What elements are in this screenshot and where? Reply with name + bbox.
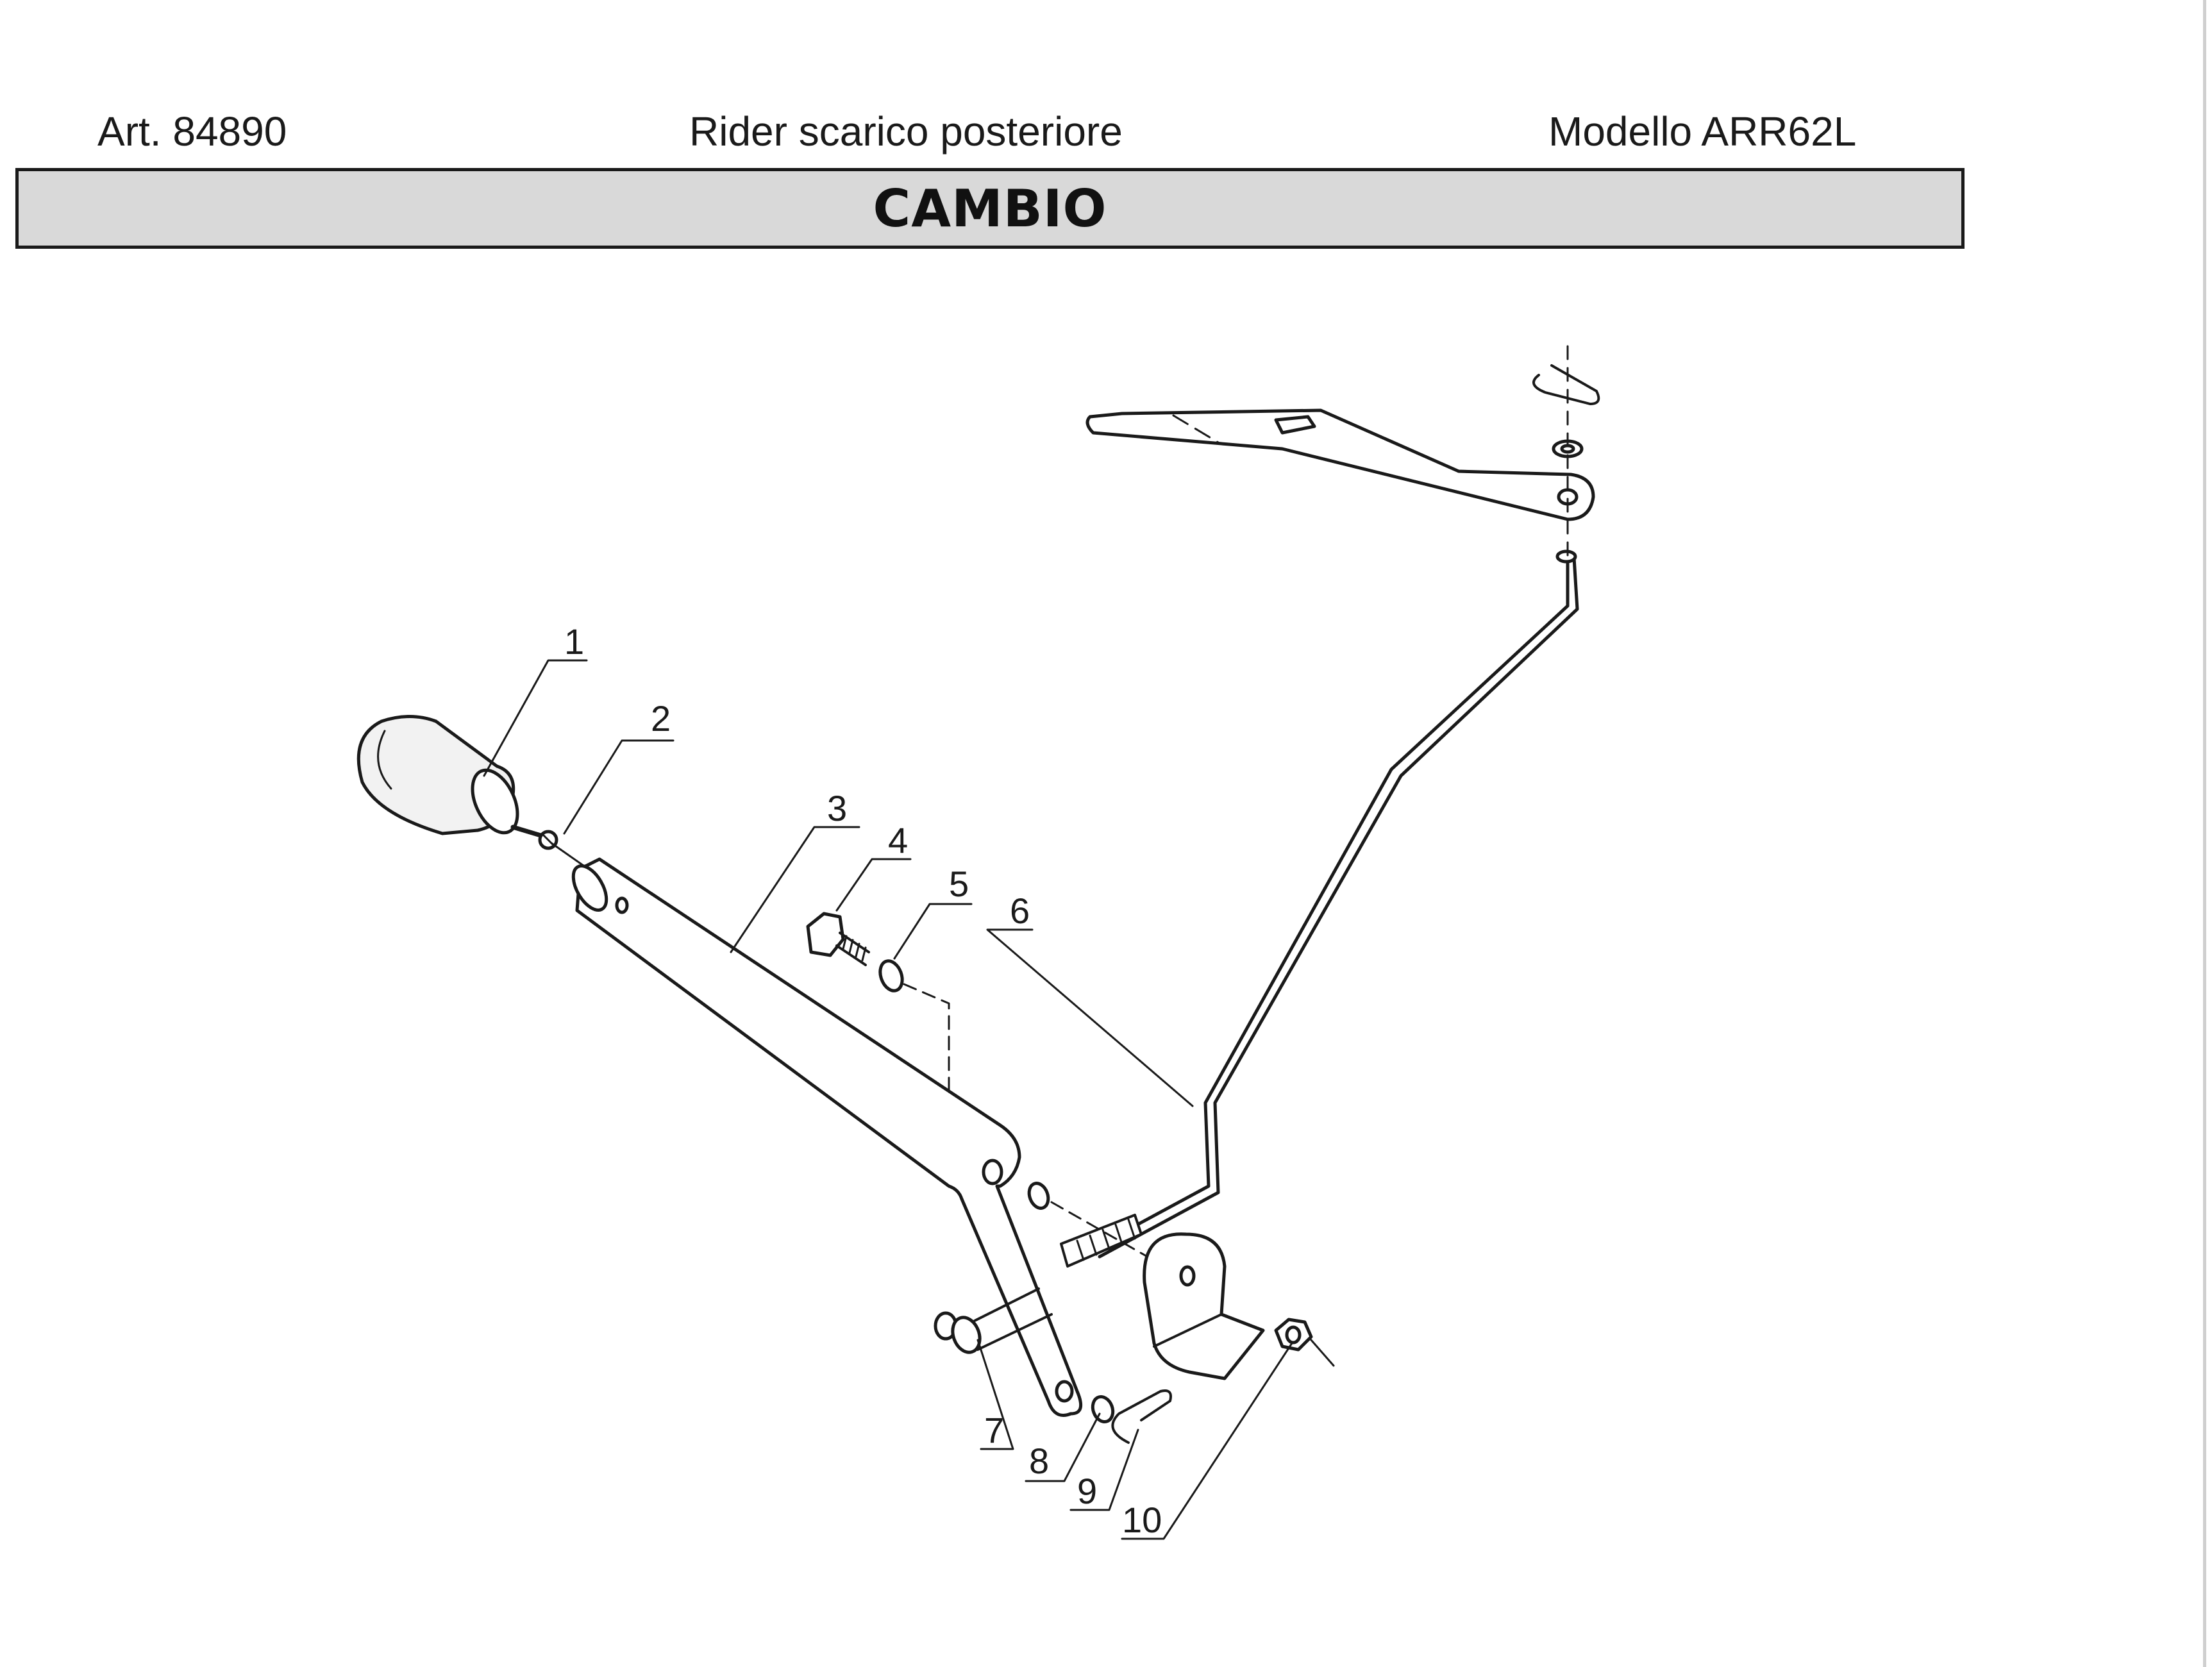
part-5-washer — [878, 959, 904, 993]
callout-10: 10 — [1122, 1500, 1162, 1540]
leader-lines — [483, 659, 1293, 1540]
callout-7: 7 — [984, 1410, 1004, 1450]
article-number: Art. 84890 — [97, 108, 287, 155]
part-2-screw — [510, 825, 558, 850]
section-title: CAMBIO — [873, 178, 1107, 239]
part-7-pin — [934, 1287, 1053, 1354]
callout-3: 3 — [827, 788, 847, 828]
pivot-washer — [1027, 1182, 1050, 1210]
page-edge-line — [2203, 0, 2206, 1667]
model-name: Modello ARR62L — [1548, 108, 1857, 155]
section-title-bar: CAMBIO — [15, 168, 1965, 249]
part-9-hairpin-clip — [1111, 1389, 1172, 1444]
part-8-washer — [1091, 1395, 1115, 1423]
part-10-nut — [1274, 1318, 1335, 1367]
callout-1: 1 — [564, 621, 584, 662]
product-description: Rider scarico posteriore — [689, 108, 1123, 155]
callout-5: 5 — [949, 864, 969, 904]
callout-9: 9 — [1077, 1471, 1097, 1511]
callout-6: 6 — [1010, 891, 1030, 931]
upper-shift-arm — [1085, 345, 1600, 559]
mounting-bracket — [1143, 1232, 1265, 1380]
part-3-lever — [571, 857, 1083, 1417]
callout-2: 2 — [651, 698, 671, 739]
part-4-bolt — [806, 912, 870, 966]
part-6-linkage-rod — [1060, 549, 1579, 1268]
axis-line-bolt — [903, 983, 950, 1091]
callout-8: 8 — [1029, 1441, 1049, 1481]
axis-line-knob — [550, 842, 585, 867]
callout-4: 4 — [888, 820, 908, 860]
part-1-knob — [356, 715, 519, 835]
callout-labels: 1 2 3 4 5 6 7 8 9 10 — [564, 621, 1162, 1540]
